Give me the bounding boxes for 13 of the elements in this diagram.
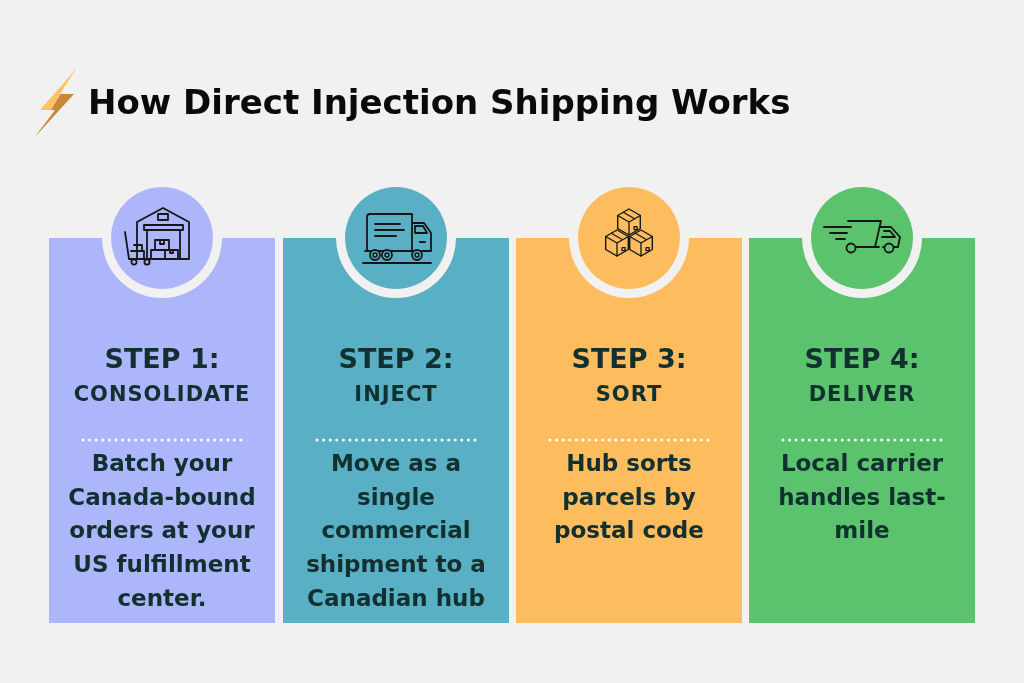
step-name: INJECT	[353, 381, 439, 407]
step-number: STEP 4:	[803, 343, 921, 375]
step-description: Batch your Canada-bound orders at your US fulfillment center.	[67, 449, 257, 613]
step-name: SORT	[594, 381, 664, 407]
step-description: Hub sorts parcels by postal code	[553, 449, 705, 546]
step-description: Local carrier handles last-mile	[777, 449, 947, 546]
title: How Direct Injection Shipping Works	[88, 81, 791, 124]
step-number: STEP 2:	[337, 343, 455, 375]
step-number: STEP 1:	[103, 343, 221, 375]
step-description: Move as a single commercial shipment to a Canadian hub	[305, 449, 487, 613]
step-number: STEP 3:	[570, 343, 688, 375]
step-name: CONSOLIDATE	[72, 381, 252, 407]
step-name: DELIVER	[807, 381, 917, 407]
